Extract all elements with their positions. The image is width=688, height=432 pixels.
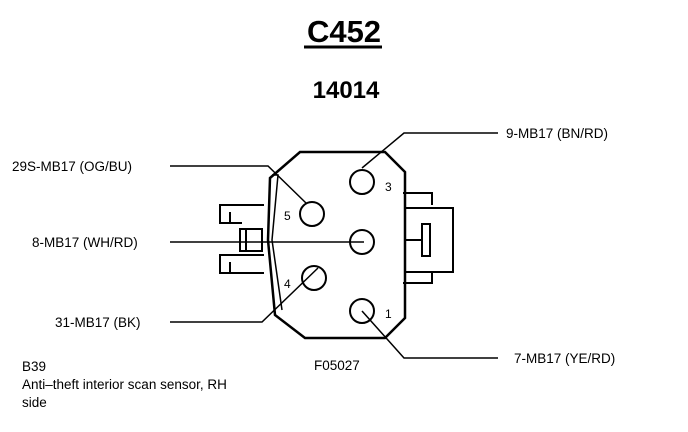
circuit-label-pin-1: 7-MB17 (YE/RD) bbox=[514, 351, 615, 366]
circuit-label-center: 8-MB17 (WH/RD) bbox=[32, 235, 138, 250]
connector-body bbox=[266, 150, 407, 340]
leader-lines bbox=[170, 132, 498, 359]
right-lock-tab bbox=[403, 192, 454, 284]
pin-number-1: 1 bbox=[385, 307, 392, 321]
circuit-label-pin-3: 9-MB17 (BN/RD) bbox=[506, 126, 608, 141]
pin-cavity-1 bbox=[349, 298, 375, 324]
pin-cavity-4 bbox=[301, 265, 327, 291]
pin-number-3: 3 bbox=[385, 180, 392, 194]
caption-code: B39 bbox=[22, 359, 47, 374]
leader-pin-3 bbox=[361, 132, 498, 169]
caption-description-line1: Anti–theft interior scan sensor, RH bbox=[22, 377, 227, 392]
part-number: 14014 bbox=[313, 77, 380, 104]
leader-pin-1 bbox=[361, 310, 498, 359]
figure-code: F05027 bbox=[314, 358, 360, 373]
leader-pin-5 bbox=[170, 165, 307, 204]
pin-cavity-5 bbox=[299, 201, 325, 227]
leader-pin-4 bbox=[170, 267, 319, 323]
circuit-label-pin-5: 29S-MB17 (OG/BU) bbox=[12, 159, 132, 174]
pin-number-4: 4 bbox=[284, 277, 291, 291]
caption-description-line2: side bbox=[22, 395, 47, 410]
pin-cavity-3 bbox=[349, 169, 375, 195]
left-latch-tabs bbox=[219, 204, 264, 274]
circuit-label-pin-4: 31-MB17 (BK) bbox=[55, 315, 141, 330]
connector-id: C452 bbox=[307, 14, 381, 49]
connector-inner-ridge bbox=[271, 174, 283, 311]
pin-number-5: 5 bbox=[284, 209, 291, 223]
caption: B39 Anti–theft interior scan sensor, RH … bbox=[22, 358, 292, 412]
